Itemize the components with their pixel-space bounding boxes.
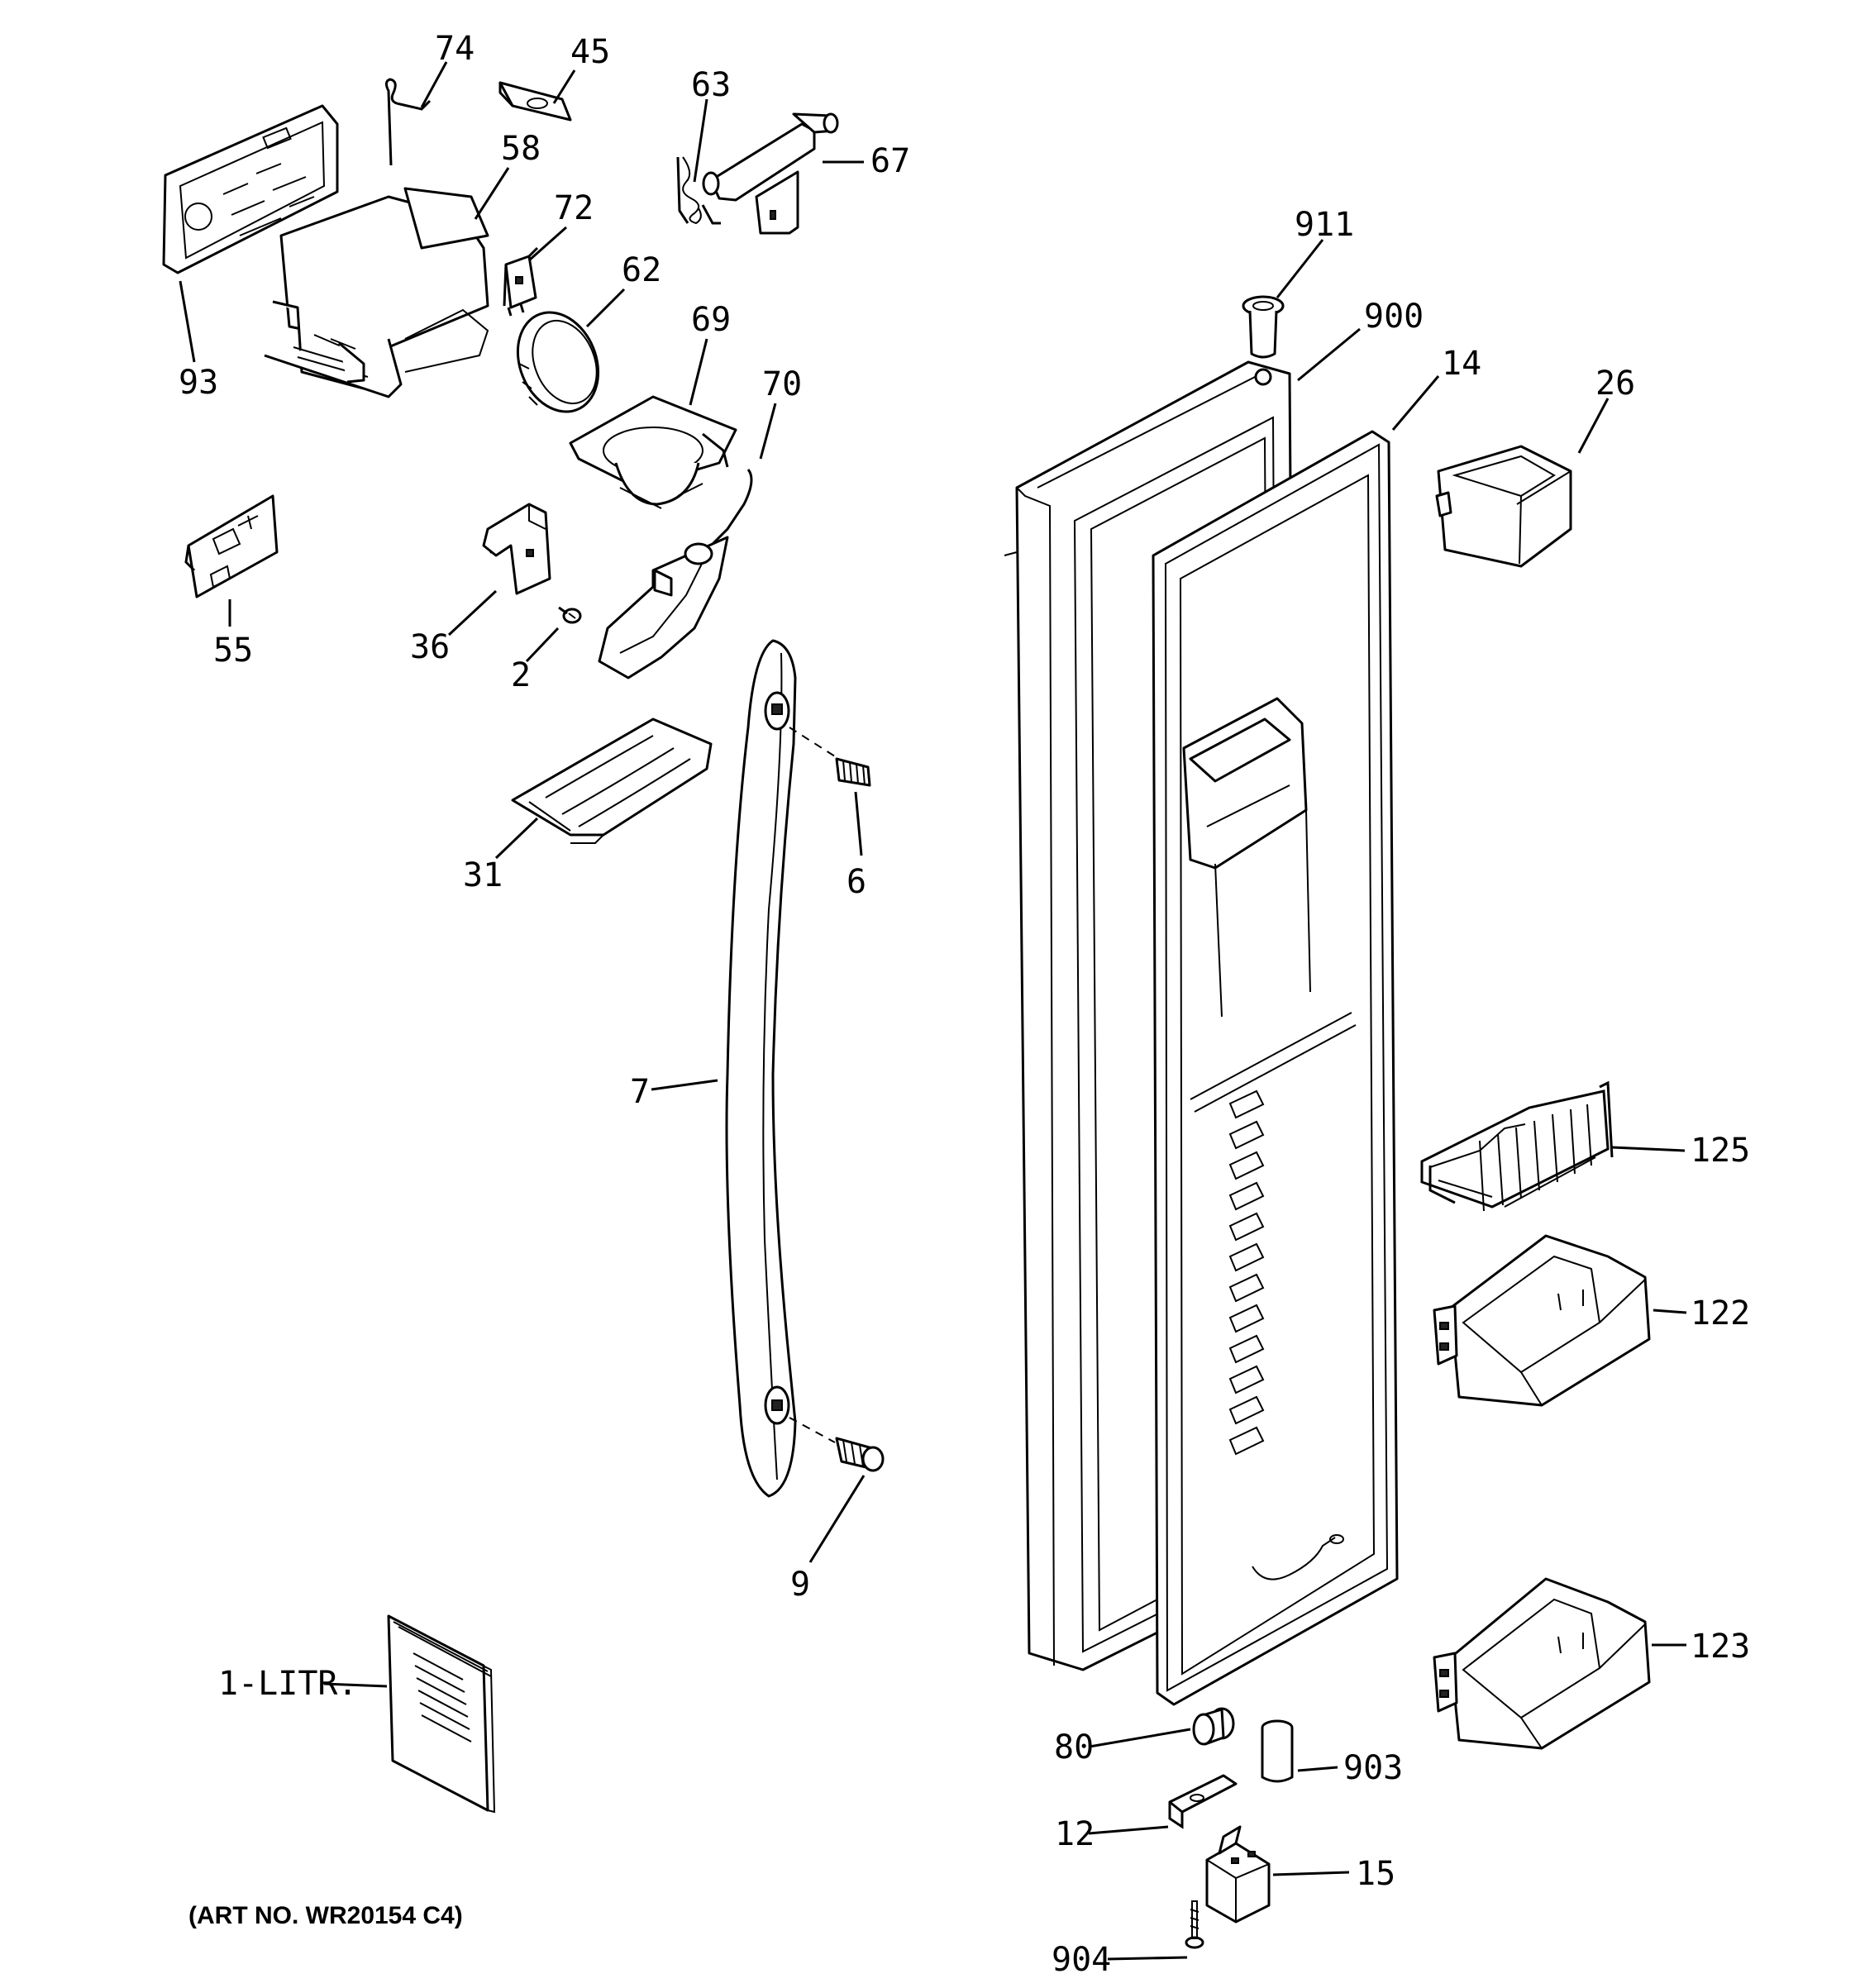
part-122-bin: [1433, 1234, 1651, 1407]
part-93-control-panel: [162, 104, 339, 274]
part-63-spring: [676, 156, 721, 225]
part-123-bin: [1433, 1577, 1651, 1750]
label-55: 55: [213, 632, 253, 670]
part-36-bracket: [482, 503, 551, 595]
part-70-flap: [598, 469, 753, 679]
part-7-handle: [725, 639, 797, 1498]
label-1-litr: 1-LITR.: [218, 1665, 358, 1703]
callout-labels: 74 45 63 67 58 72 62 93 69 70 55 36 2 31…: [179, 30, 1750, 1979]
label-69: 69: [691, 301, 731, 339]
part-6-screw: [789, 727, 871, 787]
label-58: 58: [501, 130, 541, 168]
label-900: 900: [1364, 298, 1424, 336]
label-904: 904: [1052, 1941, 1111, 1979]
part-904-screw: [1185, 1900, 1204, 1949]
label-6: 6: [847, 863, 866, 901]
label-70: 70: [762, 365, 802, 403]
part-14-liner: [1152, 430, 1399, 1706]
part-9-screw: [789, 1417, 885, 1472]
part-58-dispenser-housing: [264, 187, 489, 398]
label-9: 9: [790, 1566, 810, 1604]
part-911-bushing: [1242, 295, 1285, 359]
label-2: 2: [511, 656, 531, 694]
label-80: 80: [1054, 1728, 1094, 1766]
label-63: 63: [691, 66, 731, 104]
label-67: 67: [870, 142, 910, 180]
leader-lines: [179, 61, 1687, 1961]
part-2-screw: [558, 606, 582, 624]
part-125-wire-basket: [1420, 1080, 1614, 1212]
label-911: 911: [1295, 206, 1354, 244]
label-12: 12: [1055, 1815, 1095, 1853]
label-125: 125: [1691, 1132, 1750, 1170]
part-31-drip-tray: [511, 717, 713, 844]
shelf-rail-marks: [1228, 1089, 1265, 1456]
part-1-litr-manual: [387, 1614, 496, 1814]
label-72: 72: [554, 189, 594, 227]
label-14: 14: [1442, 345, 1481, 383]
label-93: 93: [179, 364, 218, 402]
part-62-ring: [516, 311, 600, 413]
part-903-sleeve: [1261, 1719, 1294, 1783]
part-15-hinge-block: [1205, 1825, 1271, 1924]
label-62: 62: [622, 251, 661, 289]
label-15: 15: [1356, 1855, 1395, 1893]
label-31: 31: [463, 856, 503, 894]
label-36: 36: [410, 628, 450, 666]
door-edge-tick: [1004, 551, 1018, 556]
label-7: 7: [630, 1073, 650, 1111]
label-45: 45: [570, 33, 610, 71]
art-number: (ART NO. WR20154 C4): [188, 1902, 463, 1929]
label-74: 74: [435, 30, 475, 68]
label-122: 122: [1691, 1294, 1750, 1332]
part-55-board: [184, 494, 279, 598]
part-80-bushing: [1192, 1707, 1235, 1746]
part-45-bracket: [498, 81, 572, 122]
label-903: 903: [1343, 1749, 1403, 1787]
label-26: 26: [1595, 365, 1635, 403]
part-26-bin: [1435, 445, 1572, 568]
label-123: 123: [1691, 1628, 1750, 1666]
part-72-switch: [503, 246, 539, 317]
part-74-spring: [384, 78, 432, 166]
part-69-chute: [569, 395, 737, 509]
part-67-actuator: [702, 112, 839, 235]
part-12-hinge-plate: [1168, 1774, 1238, 1829]
